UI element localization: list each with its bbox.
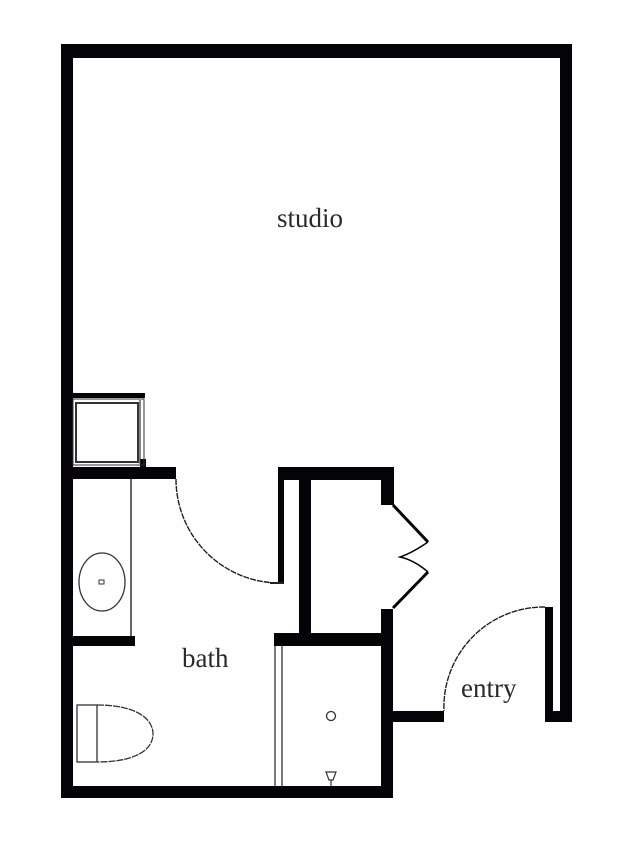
wall-left xyxy=(61,44,73,798)
walls xyxy=(61,44,572,798)
wall-entry-stub xyxy=(393,711,444,722)
entry-door-icon xyxy=(443,606,546,712)
wall-closet-left xyxy=(299,467,311,642)
closet-shelf-icon xyxy=(72,398,145,466)
room-label-entry: entry xyxy=(461,673,517,703)
shower-icon xyxy=(274,646,337,786)
wall-right xyxy=(560,44,572,722)
wall-shower-right xyxy=(381,609,393,798)
wall-bath-door-jamb xyxy=(278,467,284,583)
wall-top xyxy=(61,44,572,58)
wall-bath-top-notch xyxy=(140,459,146,469)
wall-bottom xyxy=(61,786,393,798)
wall-entry-return-foot xyxy=(545,711,572,722)
wall-closet-right-top xyxy=(381,467,394,505)
wall-vanity-bottom xyxy=(72,636,135,646)
wall-entry-return xyxy=(545,607,553,722)
bifold-door-icon xyxy=(391,503,430,610)
room-label-studio: studio xyxy=(277,203,344,233)
room-label-bath: bath xyxy=(182,643,229,673)
closet-shelf-top xyxy=(72,393,145,398)
wall-shower-top xyxy=(274,633,393,646)
bath-door-icon xyxy=(175,478,284,584)
toilet-icon xyxy=(76,704,154,763)
sink-icon xyxy=(78,479,132,636)
wall-closet-top xyxy=(278,467,394,480)
wall-bath-top xyxy=(72,467,176,479)
